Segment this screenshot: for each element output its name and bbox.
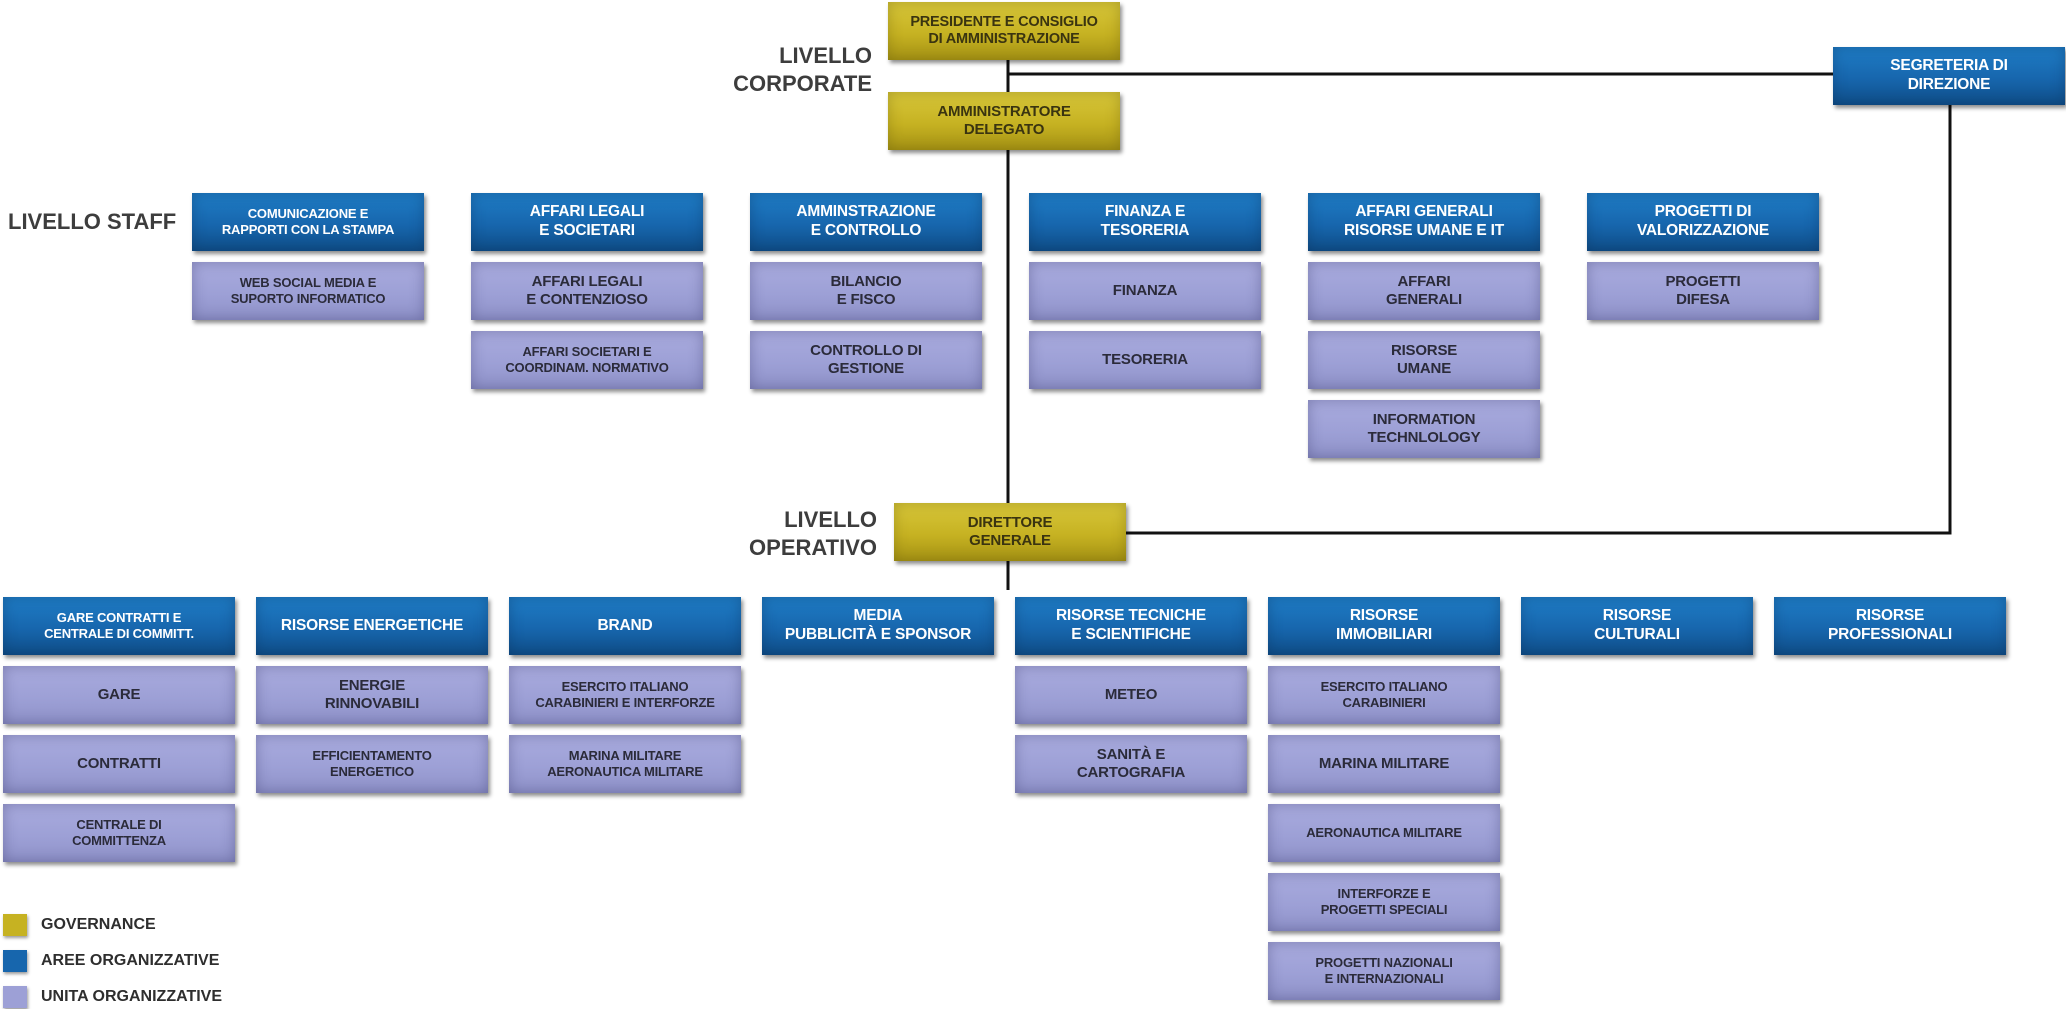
level-corporate-label: LIVELLO CORPORATE xyxy=(733,43,872,96)
staff-area-affari-legali-e-societari[interactable]: AFFARI LEGALI E SOCIETARI xyxy=(471,193,703,251)
operative-unit-energie-rinnovabili[interactable]: ENERGIE RINNOVABILI xyxy=(256,666,488,724)
operative-area-risorse-professionali[interactable]: RISORSE PROFESSIONALI xyxy=(1774,597,2006,655)
operative-unit-marina-militare[interactable]: MARINA MILITARE xyxy=(1268,735,1500,793)
staff-area-amminstrazione-e-controllo[interactable]: AMMINSTRAZIONE E CONTROLLO xyxy=(750,193,982,251)
operative-area-brand[interactable]: BRAND xyxy=(509,597,741,655)
operative-area-risorse-culturali[interactable]: RISORSE CULTURALI xyxy=(1521,597,1753,655)
staff-unit-bilancio-e-fisco[interactable]: BILANCIO E FISCO xyxy=(750,262,982,320)
operative-unit-sanita-e-cartografia[interactable]: SANITÀ E CARTOGRAFIA xyxy=(1015,735,1247,793)
staff-unit-progetti-difesa[interactable]: PROGETTI DIFESA xyxy=(1587,262,1819,320)
governance-amministratore-box[interactable]: AMMINISTRATORE DELEGATO xyxy=(888,92,1120,150)
legend-label: GOVERNANCE xyxy=(41,916,156,933)
level-operativo-label: LIVELLO OPERATIVO xyxy=(749,507,877,560)
staff-area-finanza-e-tesoreria[interactable]: FINANZA E TESORERIA xyxy=(1029,193,1261,251)
staff-area-affari-generali-risorse-umane-e-it[interactable]: AFFARI GENERALI RISORSE UMANE E IT xyxy=(1308,193,1540,251)
operative-unit-contratti[interactable]: CONTRATTI xyxy=(3,735,235,793)
staff-unit-finanza[interactable]: FINANZA xyxy=(1029,262,1261,320)
operative-unit-aeronautica-militare[interactable]: AERONAUTICA MILITARE xyxy=(1268,804,1500,862)
operative-unit-marina-militare-aeronautica-militare[interactable]: MARINA MILITARE AERONAUTICA MILITARE xyxy=(509,735,741,793)
operative-area-risorse-immobiliari[interactable]: RISORSE IMMOBILIARI xyxy=(1268,597,1500,655)
governance-direttore-box[interactable]: DIRETTORE GENERALE xyxy=(894,503,1126,561)
governance-presidente-box[interactable]: PRESIDENTE E CONSIGLIO DI AMMINISTRAZION… xyxy=(888,2,1120,60)
operative-area-risorse-tecniche-e-scientifiche[interactable]: RISORSE TECNICHE E SCIENTIFICHE xyxy=(1015,597,1247,655)
segreteria-box[interactable]: SEGRETERIA DI DIREZIONE xyxy=(1833,47,2065,105)
staff-unit-web-social-media-e-suporto-informatico[interactable]: WEB SOCIAL MEDIA E SUPORTO INFORMATICO xyxy=(192,262,424,320)
operative-unit-interforze-e-progetti-speciali[interactable]: INTERFORZE E PROGETTI SPECIALI xyxy=(1268,873,1500,931)
staff-unit-risorse-umane[interactable]: RISORSE UMANE xyxy=(1308,331,1540,389)
operative-unit-esercito-italiano-carabinieri-e-interforze[interactable]: ESERCITO ITALIANO CARABINIERI E INTERFOR… xyxy=(509,666,741,724)
staff-area-progetti-di-valorizzazione[interactable]: PROGETTI DI VALORIZZAZIONE xyxy=(1587,193,1819,251)
operative-unit-centrale-di-committenza[interactable]: CENTRALE DI COMMITTENZA xyxy=(3,804,235,862)
operative-unit-progetti-nazionali-e-internazionali[interactable]: PROGETTI NAZIONALI E INTERNAZIONALI xyxy=(1268,942,1500,1000)
staff-unit-information-technlology[interactable]: INFORMATION TECHNLOLOGY xyxy=(1308,400,1540,458)
staff-area-comunicazione-e-rapporti-con-la-stampa[interactable]: COMUNICAZIONE E RAPPORTI CON LA STAMPA xyxy=(192,193,424,251)
operative-unit-esercito-italiano-carabinieri[interactable]: ESERCITO ITALIANO CARABINIERI xyxy=(1268,666,1500,724)
operative-area-media-pubblicita-e-sponsor[interactable]: MEDIA PUBBLICITÀ E SPONSOR xyxy=(762,597,994,655)
staff-unit-affari-societari-e-coordinam-normativo[interactable]: AFFARI SOCIETARI E COORDINAM. NORMATIVO xyxy=(471,331,703,389)
legend-item-governance: GOVERNANCE xyxy=(3,914,156,936)
staff-unit-tesoreria[interactable]: TESORERIA xyxy=(1029,331,1261,389)
legend-label: AREE ORGANIZZATIVE xyxy=(41,952,220,969)
legend-swatch xyxy=(3,914,27,936)
operative-area-gare-contratti-e-centrale-di-committ[interactable]: GARE CONTRATTI E CENTRALE DI COMMITT. xyxy=(3,597,235,655)
legend-item-unita-organizzative: UNITA ORGANIZZATIVE xyxy=(3,986,222,1008)
legend-swatch xyxy=(3,986,27,1008)
staff-unit-affari-generali[interactable]: AFFARI GENERALI xyxy=(1308,262,1540,320)
operative-unit-gare[interactable]: GARE xyxy=(3,666,235,724)
operative-unit-efficientamento-energetico[interactable]: EFFICIENTAMENTO ENERGETICO xyxy=(256,735,488,793)
staff-unit-affari-legali-e-contenzioso[interactable]: AFFARI LEGALI E CONTENZIOSO xyxy=(471,262,703,320)
legend-swatch xyxy=(3,950,27,972)
legend-item-aree-organizzative: AREE ORGANIZZATIVE xyxy=(3,950,219,972)
operative-area-risorse-energetiche[interactable]: RISORSE ENERGETICHE xyxy=(256,597,488,655)
operative-unit-meteo[interactable]: METEO xyxy=(1015,666,1247,724)
staff-unit-controllo-di-gestione[interactable]: CONTROLLO DI GESTIONE xyxy=(750,331,982,389)
level-staff-label: LIVELLO STAFF xyxy=(8,209,177,234)
legend-label: UNITA ORGANIZZATIVE xyxy=(41,988,223,1005)
